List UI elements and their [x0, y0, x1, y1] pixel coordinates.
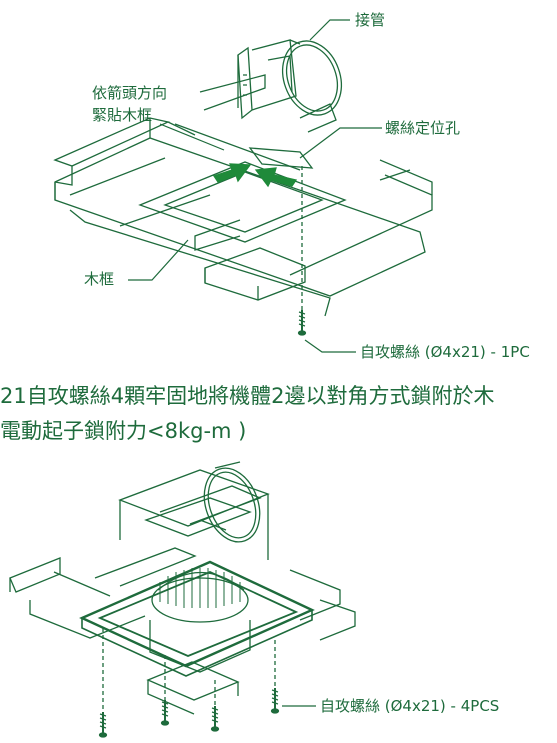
label-screw-1pc: 自攻螺絲 (Ø4x21) - 1PC: [360, 343, 530, 361]
leader-lines-1: [128, 19, 382, 353]
screw-1pc: [297, 309, 307, 336]
label-press-instruction-1: 依箭頭方向: [92, 84, 168, 102]
label-connector: 接管: [355, 11, 386, 29]
label-press-instruction-2: 緊貼木框: [92, 106, 153, 124]
screw-a: [98, 711, 108, 738]
instruction-line-1: 21自攻螺絲4顆牢固地將機體2邊以對角方式鎖附於木: [0, 384, 495, 408]
wood-frame-1: [53, 74, 433, 317]
fan-housing-2: [79, 461, 315, 677]
label-screw-hole: 螺絲定位孔: [385, 119, 461, 137]
press-arrow-right: [254, 167, 298, 188]
diagram-2: [9, 461, 356, 738]
label-screw-4pcs: 自攻螺絲 (Ø4x21) - 4PCS: [320, 697, 500, 715]
screw-b: [160, 699, 170, 726]
label-wood-frame: 木框: [84, 270, 115, 288]
fan-connector-1: [237, 39, 342, 133]
screw-hole-plate: [248, 147, 314, 169]
grille-frame-inner: [97, 571, 299, 657]
screw-guide-lines-2: [102, 628, 276, 712]
screw-c: [210, 705, 220, 732]
wood-frame-2: [9, 485, 356, 715]
press-arrow-left: [212, 163, 252, 183]
screw-d: [270, 687, 280, 714]
instruction-line-2: 電動起子鎖附力<8kg-m ): [0, 419, 247, 443]
diagram-1: [53, 19, 433, 353]
